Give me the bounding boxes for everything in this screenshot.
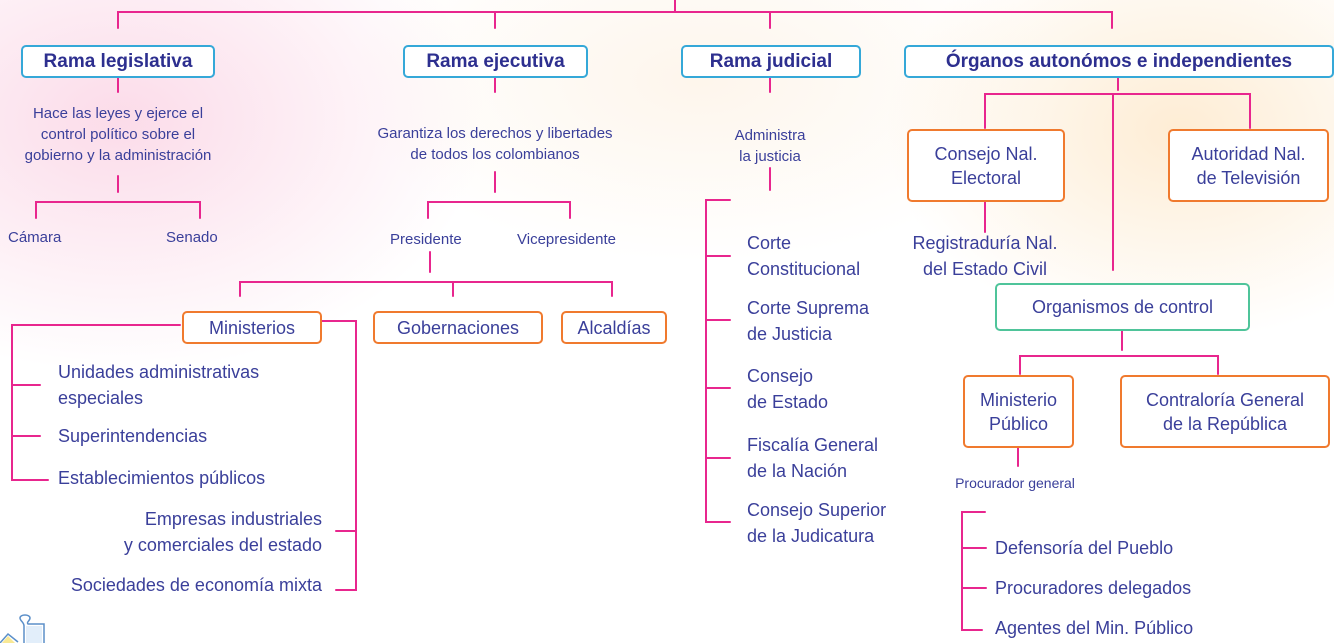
gobernaciones-box: Gobernaciones — [373, 311, 543, 344]
rama-judicial-header: Rama judicial — [681, 45, 861, 78]
procurador-item-agentes: Agentes del Min. Público — [995, 618, 1194, 638]
ministerio-item-unidades: Unidades administrativas especiales — [58, 362, 260, 408]
court-judicatura: Consejo Superior de la Judicatura — [747, 500, 887, 546]
organismos-control-box: Organismos de control — [995, 283, 1250, 331]
court-constitucional: Corte Constitucional — [747, 233, 861, 279]
ministerio-publico-box: Ministerio Público — [963, 375, 1074, 448]
leader-presidente: Presidente — [390, 231, 462, 248]
legislativa-description: Hace las leyes y ejerce el control polít… — [24, 105, 212, 164]
chamber-camara: Cámara — [8, 229, 62, 246]
leader-vicepresidente: Vicepresidente — [517, 231, 616, 248]
procurador-general-label: Procurador general — [955, 475, 1075, 491]
court-suprema: Corte Suprema de Justicia — [747, 298, 870, 344]
alcaldias-box: Alcaldías — [561, 311, 667, 344]
registraduria-label: Registraduría Nal. del Estado Civil — [912, 233, 1058, 279]
rama-legislativa-header: Rama legislativa — [21, 45, 215, 78]
judicial-description: Administra la justicia — [734, 127, 806, 165]
chamber-senado: Senado — [166, 229, 218, 246]
court-consejo-estado: Consejo de Estado — [747, 366, 829, 412]
ejecutiva-description: Garantiza los derechos y libertades de t… — [377, 125, 613, 163]
ministerio-item-establecimientos: Establecimientos públicos — [58, 468, 266, 488]
puzzle-icon — [0, 614, 45, 643]
consejo-electoral-box: Consejo Nal. Electoral — [907, 129, 1065, 202]
court-fiscalia: Fiscalía General de la Nación — [747, 435, 879, 481]
autoridad-tv-box: Autoridad Nal. de Televisión — [1168, 129, 1329, 202]
contraloria-box: Contraloría General de la República — [1120, 375, 1330, 448]
rama-ejecutiva-header: Rama ejecutiva — [403, 45, 588, 78]
organos-autonomos-header: Órganos autonómos e independientes — [904, 45, 1334, 78]
ministerios-box: Ministerios — [182, 311, 322, 344]
ministerio-item-superintendencias: Superintendencias — [58, 426, 208, 446]
ministerio-item-sociedades: Sociedades de economía mixta — [70, 575, 322, 595]
ministerio-item-empresas: Empresas industriales y comerciales del … — [123, 509, 322, 555]
procurador-item-defensoria: Defensoría del Pueblo — [995, 538, 1174, 558]
procurador-item-delegados: Procuradores delegados — [995, 578, 1192, 598]
